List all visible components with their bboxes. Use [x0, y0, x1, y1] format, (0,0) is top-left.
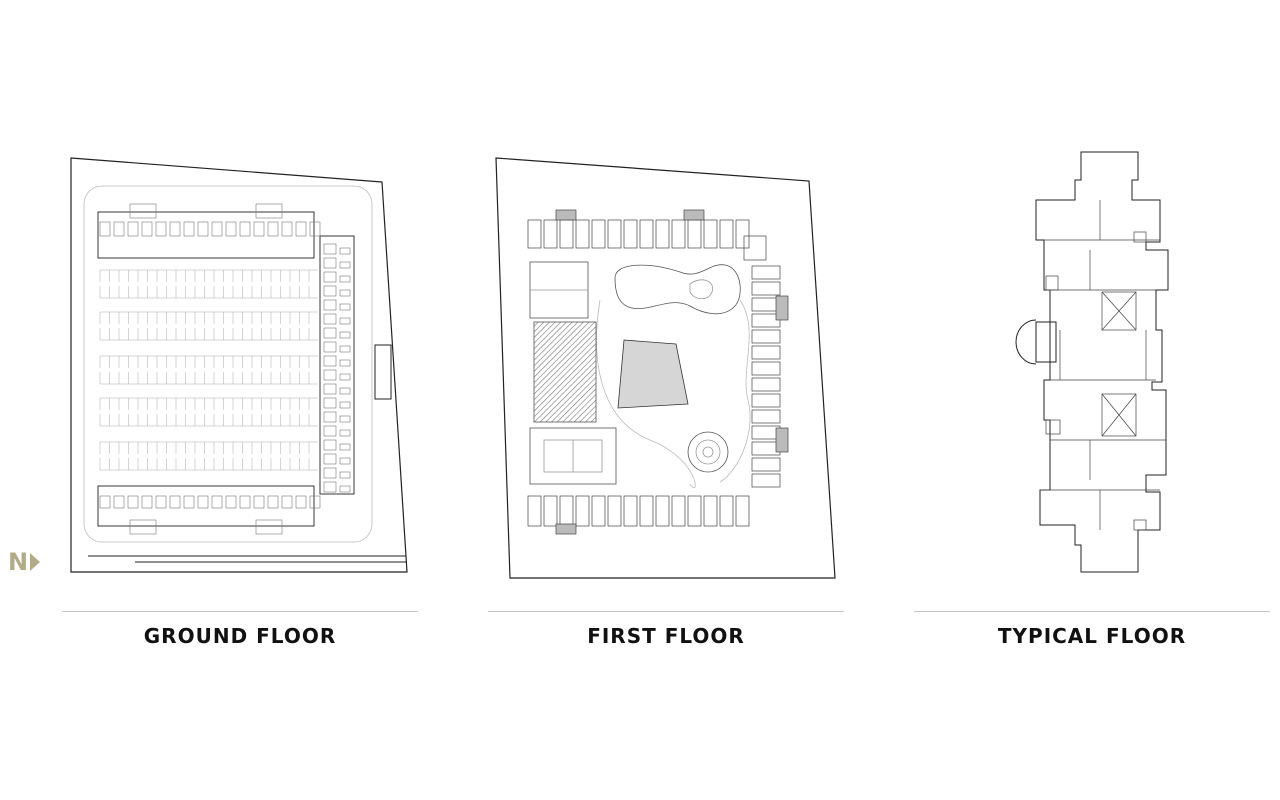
ground-floor-label: GROUND FLOOR	[143, 624, 337, 648]
north-arrow-icon	[30, 553, 41, 571]
top-block	[97, 211, 315, 259]
swimming-pool	[614, 264, 741, 315]
lift-core-upper	[1101, 291, 1137, 331]
site-boundary	[70, 157, 408, 573]
circular-lawn	[687, 431, 729, 473]
lift-core-lower	[1101, 393, 1137, 437]
staircase-bay	[1015, 319, 1037, 365]
hatched-deck	[533, 321, 597, 423]
typical-floor-label: TYPICAL FLOOR	[997, 624, 1187, 648]
podium-boundary	[495, 157, 836, 579]
north-arrow: N	[8, 548, 41, 576]
typical-floor-divider	[914, 611, 1270, 612]
ramp	[374, 344, 392, 400]
bottom-block	[97, 485, 315, 527]
ground-floor-divider	[62, 611, 418, 612]
first-floor-divider	[488, 611, 844, 612]
north-arrow-letter: N	[8, 548, 29, 576]
right-block	[319, 235, 355, 495]
tennis-court	[529, 427, 617, 485]
first-floor-label: FIRST FLOOR	[587, 624, 745, 648]
driveway-outline	[83, 185, 373, 543]
amphitheatre	[617, 339, 689, 409]
